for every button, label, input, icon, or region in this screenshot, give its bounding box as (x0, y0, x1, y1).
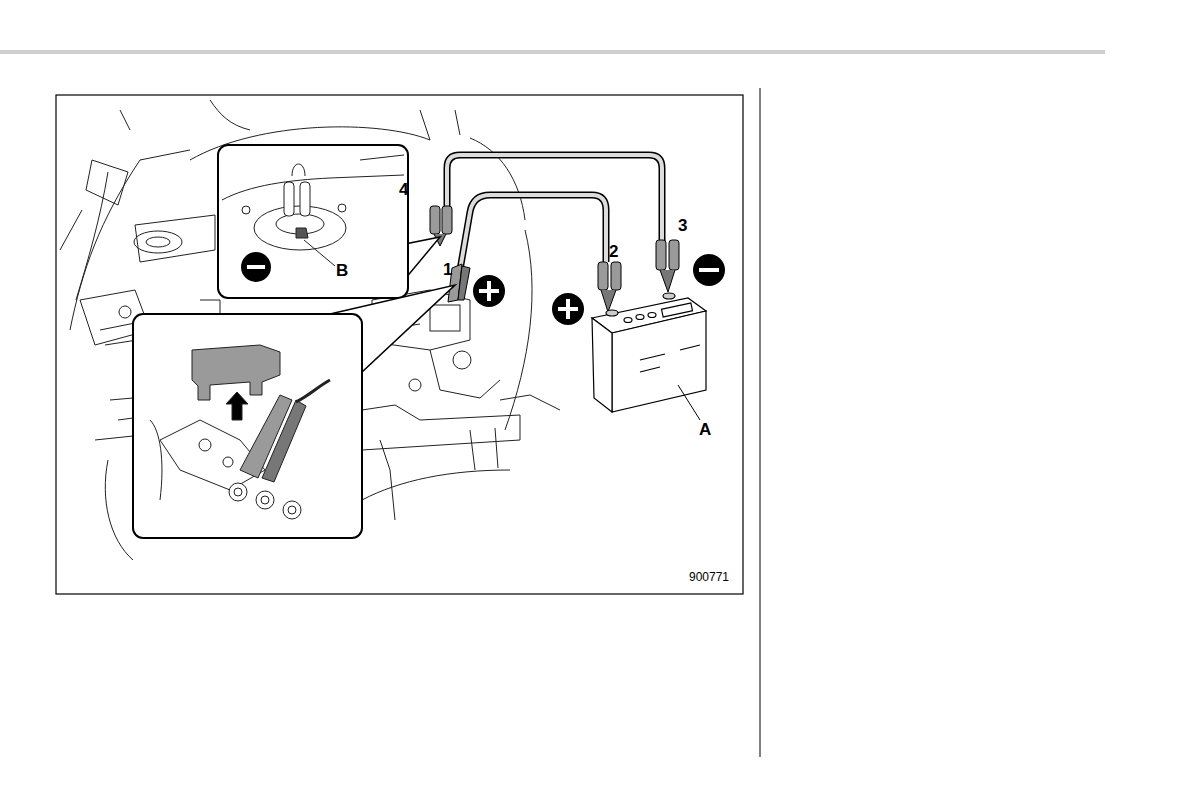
callout-number: 4 (399, 181, 408, 198)
figure-code: 900771 (689, 571, 729, 583)
jumper-cables (447, 155, 662, 270)
part-letter: A (699, 421, 711, 438)
part-letter: B (336, 262, 348, 279)
callout-number: 3 (678, 217, 687, 234)
cable-clamps (430, 206, 679, 312)
engine-bay (60, 100, 560, 560)
column-rule (760, 88, 761, 757)
figure-frame (56, 95, 743, 594)
header-rule (0, 50, 1105, 54)
ground-point-inset (218, 145, 440, 298)
callout-number: 1 (443, 261, 452, 278)
booster-battery (592, 293, 706, 420)
polarity-symbols (473, 254, 725, 325)
callout-number: 2 (609, 243, 618, 260)
positive-terminal-inset (133, 285, 455, 538)
